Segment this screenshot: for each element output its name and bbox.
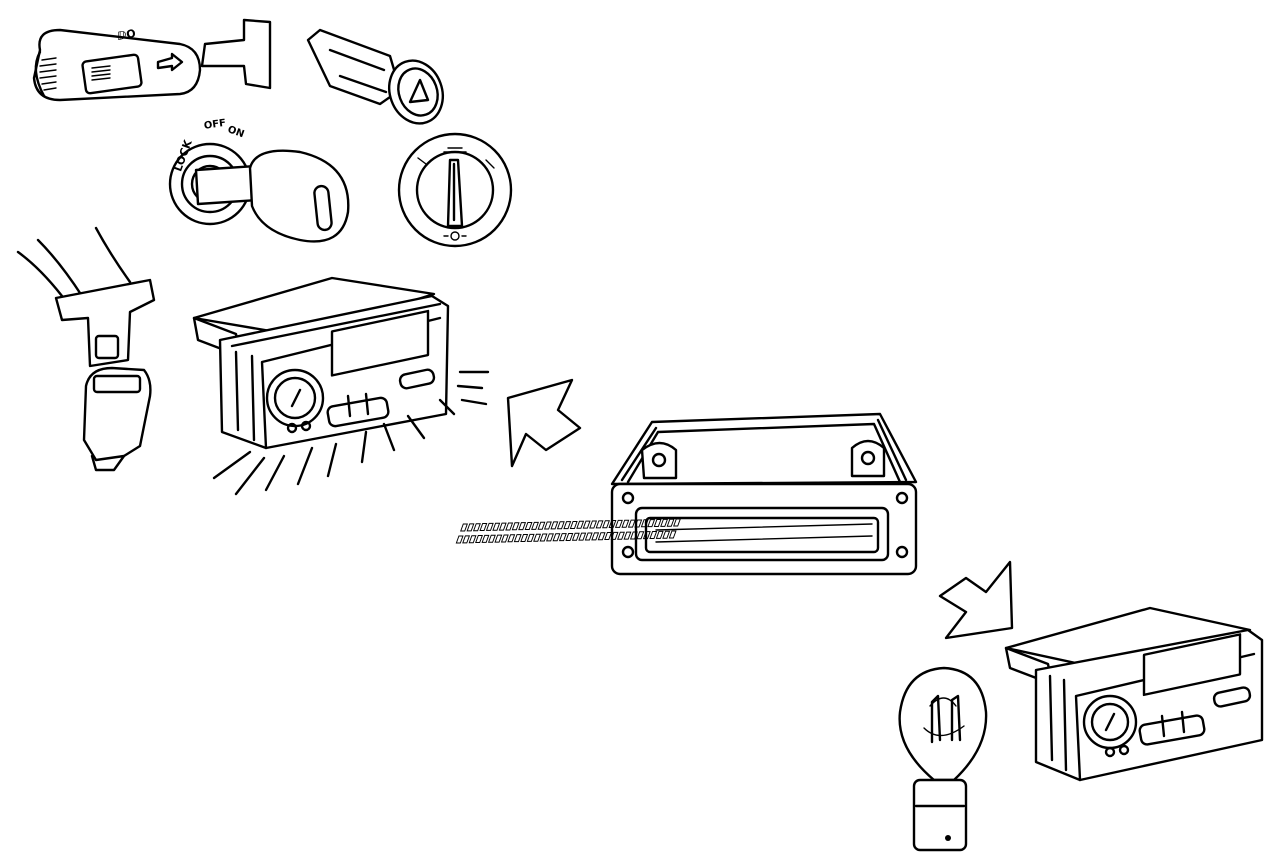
connector-pin <box>485 522 494 531</box>
connector-pin <box>576 520 585 529</box>
ignition-off-label: OFF <box>203 118 226 132</box>
connector-pin <box>543 521 552 530</box>
connector-pin <box>511 522 520 531</box>
connector-pin <box>595 520 604 529</box>
connector-pin <box>455 535 464 544</box>
connector-pin <box>604 532 613 541</box>
connector-pin <box>608 520 617 529</box>
connector-pin <box>653 519 662 527</box>
connector-pin <box>666 518 675 527</box>
connector-pin <box>466 523 475 532</box>
seat-belt-buckle <box>16 226 156 472</box>
connector-pin <box>640 519 649 528</box>
connector-pin <box>498 522 507 531</box>
connector-pin <box>475 535 483 544</box>
connector-pin <box>500 534 509 543</box>
connector-pin <box>597 532 606 541</box>
dashboard-unit-output <box>1004 606 1264 782</box>
arrow-to-unit-icon <box>506 378 582 468</box>
ignition-key <box>194 149 350 243</box>
connector-pin <box>481 534 490 543</box>
connector-pin <box>642 531 651 540</box>
connector-pin <box>468 535 477 544</box>
connector-pin <box>479 523 488 532</box>
connector-pin <box>569 520 578 529</box>
light-bulb <box>898 666 988 852</box>
connector-pin <box>558 533 567 542</box>
connector-pin <box>614 519 623 528</box>
connector-pin <box>589 520 598 529</box>
ignition-on-label: ON <box>226 124 246 140</box>
connector-pin <box>462 535 471 544</box>
connector-pin <box>460 523 468 532</box>
connector-pin <box>571 532 580 541</box>
light-switch <box>397 132 513 248</box>
connector-pin <box>584 532 593 541</box>
connector-pin <box>533 533 542 542</box>
connector-pin <box>546 533 554 542</box>
connector-pin <box>565 532 574 541</box>
connector-pin <box>507 534 516 543</box>
hazard-switch <box>306 28 444 125</box>
connector-pin <box>520 534 529 542</box>
connector-pin <box>602 520 610 529</box>
connector-pin <box>472 523 481 532</box>
connector-pin <box>563 521 572 530</box>
connector-pin <box>636 531 645 540</box>
connector-pin <box>660 518 669 527</box>
connector-pin <box>627 519 636 528</box>
connector-pin <box>524 522 533 530</box>
connector-pin <box>513 534 522 543</box>
connector-pin <box>494 534 503 543</box>
connector-pin <box>621 519 630 528</box>
connector-pin <box>629 531 638 540</box>
connector-pin <box>673 518 681 527</box>
connector-pin <box>552 533 561 542</box>
indicator-rays <box>212 370 490 496</box>
connector-pin <box>578 532 587 541</box>
connector-pin <box>550 521 559 530</box>
connector-pin <box>518 522 527 531</box>
connector-pin <box>537 521 546 530</box>
connector-pin <box>647 519 656 528</box>
arrow-to-output-icon <box>938 560 1014 640</box>
connector-pin <box>492 522 501 531</box>
connector-pin <box>655 530 664 539</box>
connector-pin <box>662 530 671 539</box>
connector-pin <box>617 531 625 540</box>
svg-text:ⅅO: ⅅO <box>116 27 136 43</box>
connector-pin <box>591 532 600 541</box>
connector-pin <box>487 534 496 543</box>
connector-pin <box>668 530 677 539</box>
connector-pin <box>526 533 535 542</box>
indicator-stalk-switch: ⅅO <box>32 18 272 102</box>
connector-pin <box>582 520 591 529</box>
dashboard-unit-main <box>192 276 450 450</box>
connector-pin <box>505 522 514 531</box>
connector-pin <box>531 521 539 530</box>
connector-pin <box>610 531 619 540</box>
connector-pin <box>539 533 548 542</box>
connector-pin <box>556 521 565 530</box>
connector-pin <box>634 519 643 528</box>
control-unit-ecu <box>455 412 918 576</box>
connector-pin <box>649 531 658 539</box>
connector-pin <box>623 531 632 540</box>
